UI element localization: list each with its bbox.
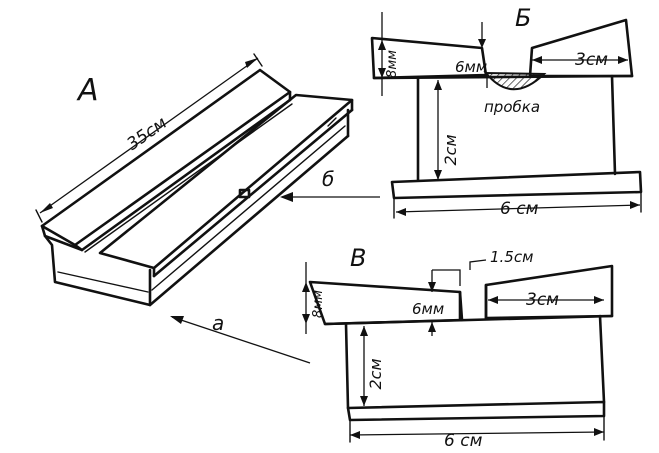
v-slot-width: 1.5см (490, 248, 533, 266)
label-arrow-b: б (322, 167, 334, 191)
b-left-height: 8мм (385, 50, 400, 78)
v-left-height: 8мм (311, 290, 326, 318)
b-post-height: 2см (441, 134, 460, 165)
base-front-face (43, 234, 152, 307)
v-post-height: 2см (366, 358, 385, 389)
v-base-width: 6 см (444, 431, 483, 448)
view-b-cross-section: Б 8мм 6мм 3см пробка 2см (370, 4, 643, 219)
cork-hatched (483, 71, 547, 91)
label-b: Б (515, 4, 531, 32)
base-bar-b (390, 170, 643, 200)
cork-detail (238, 188, 251, 199)
b-gap-depth: 6мм (455, 58, 487, 76)
base-bar-v (346, 400, 606, 422)
view-v-cross-section: В 8мм 1.5см 6мм 3см (302, 244, 614, 451)
b-right-width: 3см (575, 50, 608, 70)
b-base-width: 6 см (500, 199, 539, 219)
label-v: В (350, 244, 366, 272)
label-arrow-a: а (212, 311, 224, 335)
length-label: 35см (123, 113, 170, 155)
left-strip-front (40, 224, 84, 252)
left-wedge (370, 36, 488, 80)
right-strip-top (98, 93, 354, 270)
length-dimension-line (39, 57, 259, 214)
v-gap-depth: 6мм (412, 300, 444, 318)
arrow-a (171, 316, 311, 364)
label-a: А (76, 73, 99, 108)
b-cork-label: пробка (484, 98, 540, 116)
v-right-width: 3см (526, 290, 559, 310)
view-a-isometric-block: 35см А а б (35, 53, 380, 364)
